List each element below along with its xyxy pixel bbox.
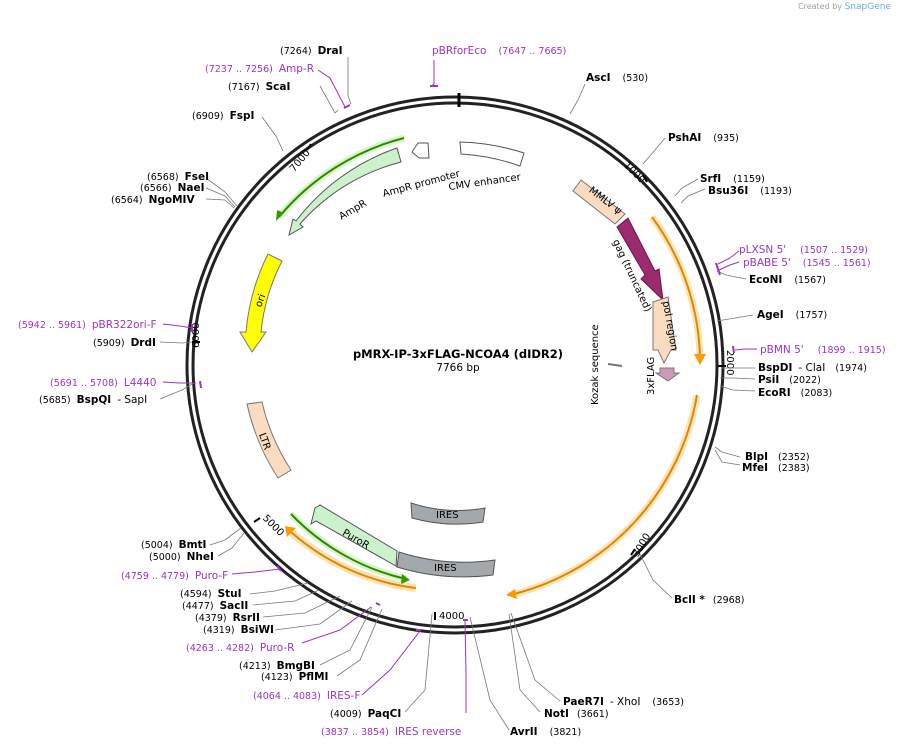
orange-band-top-right: [649, 214, 706, 365]
snapgene-credit: Created by SnapGene: [798, 2, 891, 12]
tick-2000: 2000: [724, 350, 735, 375]
enzyme-BmtI: (5004)BmtI: [141, 539, 206, 551]
enzyme-EcoNI: EcoNI(1567): [749, 274, 826, 286]
cmv-enhancer-feature: [459, 141, 525, 167]
enzyme-PsiI: PsiI(2022): [758, 374, 821, 386]
kozak-feature: [607, 363, 623, 367]
enzyme-NgoMIV: (6564)NgoMIV: [111, 194, 195, 206]
tick-3000: 3000: [631, 532, 653, 560]
enzyme-NotI: NotI(3661): [544, 708, 609, 720]
snapgene-logo: SnapGene: [844, 2, 891, 12]
primer-IRES-F: (4064 .. 4083)IRES-F: [253, 690, 360, 702]
ori-label: ori: [253, 293, 268, 309]
primer-IRES-reverse: (3837 .. 3854)IRES reverse: [321, 726, 461, 738]
credit-prefix: Created by: [798, 2, 843, 11]
primer-pBR322ori-F: (5942 .. 5961)pBR322ori-F: [18, 319, 157, 331]
green-band-bottom: [288, 511, 410, 584]
enzyme-RsrII: (4379)RsrII: [195, 612, 260, 624]
enzyme-BclI: BclI *(2968): [674, 594, 744, 606]
enzyme-FspI: (6909)FspI: [192, 110, 254, 122]
enzyme-DrdI: (5909)DrdI: [93, 337, 156, 349]
gag-feature: [616, 217, 664, 302]
ampr-promoter-feature: [411, 142, 430, 159]
enzyme-EcoRI: EcoRI(2083): [758, 387, 832, 399]
enzyme-PaqCI: (4009)PaqCI: [330, 708, 401, 720]
primer-Puro-R: (4263 .. 4282)Puro-R: [186, 642, 294, 654]
ires-label-2: IRES: [434, 563, 457, 574]
enzyme-labels: (7264)DraI (7167)ScaI (6909)FspI (6568)F…: [39, 45, 867, 738]
primer-L4440: (5691 .. 5708)L4440: [50, 377, 156, 389]
enzyme-PshAI: PshAI(935): [668, 132, 739, 144]
plasmid-name: pMRX-IP-3xFLAG-NCOA4 (dIDR2): [353, 347, 563, 361]
enzyme-PflMI: (4123)PflMI: [261, 671, 328, 683]
enzyme-leaders: [159, 57, 756, 731]
enzyme-MfeI: MfeI(2383): [742, 462, 810, 474]
primer-pBRforEco: pBRforEco(7647 .. 7665): [432, 45, 566, 57]
primer-labels: pBRforEco(7647 .. 7665) (7237 .. 7256)Am…: [18, 45, 886, 738]
enzyme-ScaI: (7167)ScaI: [228, 81, 290, 93]
enzyme-NheI: (5000)NheI: [149, 551, 214, 563]
pol-region-feature: [652, 296, 677, 365]
enzyme-BmgBI: (4213)BmgBI: [239, 660, 315, 672]
ltr-feature: [246, 401, 292, 479]
backbone-inner: [191, 101, 719, 629]
enzyme-BspQI: (5685)BspQI- SapI: [39, 394, 147, 406]
kozak-label: Kozak sequence: [590, 324, 601, 405]
enzyme-StuI: (4594)StuI: [180, 588, 242, 600]
3xflag-feature: [654, 367, 681, 382]
primer-pBMN: pBMN 5'(1899 .. 1915): [760, 344, 886, 356]
tick-5000: 5000: [260, 513, 286, 539]
orange-band-bottom-left: [285, 526, 417, 592]
green-band-top: [276, 134, 405, 221]
enzyme-AscI: AscI(530): [586, 72, 648, 84]
ires-label-1: IRES: [436, 510, 459, 521]
enzyme-BsiWI: (4319)BsiWI: [203, 624, 274, 636]
enzyme-AvrII: AvrII(3821): [510, 726, 581, 738]
enzyme-DraI: (7264)DraI: [280, 45, 342, 57]
enzyme-FseI: (6568)FseI: [147, 171, 209, 183]
puror-feature: [310, 504, 398, 567]
3xflag-label: 3xFLAG: [646, 357, 657, 395]
primer-Amp-R: (7237 .. 7256)Amp-R: [205, 63, 314, 75]
enzyme-NaeI: (6566)NaeI: [140, 182, 205, 194]
enzyme-SrfI: SrfI(1159): [700, 173, 765, 185]
enzyme-SacII: (4477)SacII: [182, 600, 248, 612]
enzyme-BspDI: BspDI- ClaI(1974): [758, 362, 867, 374]
primer-pLXSN: pLXSN 5'(1507 .. 1529): [739, 244, 868, 256]
primer-Puro-F: (4759 .. 4779)Puro-F: [121, 570, 228, 582]
plasmid-length: 7766 bp: [436, 362, 480, 374]
ires-feature-2: [396, 551, 496, 578]
enzyme-BlpI: BlpI(2352): [745, 451, 810, 463]
primer-marks: [162, 60, 757, 713]
orange-band-right: [506, 394, 701, 599]
primer-pBABE: pBABE 5'(1545 .. 1561): [743, 257, 871, 269]
ampr-label: AmpR: [337, 198, 368, 222]
tick-4000: 4000: [439, 611, 464, 622]
ori-feature: [239, 253, 283, 353]
tick-6000: 6000: [191, 323, 202, 348]
enzyme-AgeI: AgeI(1757): [757, 309, 827, 321]
ires-feature-1: [410, 502, 486, 525]
enzyme-Bsu36I: Bsu36I(1193): [708, 185, 792, 197]
enzyme-PaeR7I: PaeR7I- XhoI(3653): [563, 696, 684, 708]
mmlv-psi-feature: [572, 179, 626, 225]
ampr-feature: [288, 147, 402, 237]
